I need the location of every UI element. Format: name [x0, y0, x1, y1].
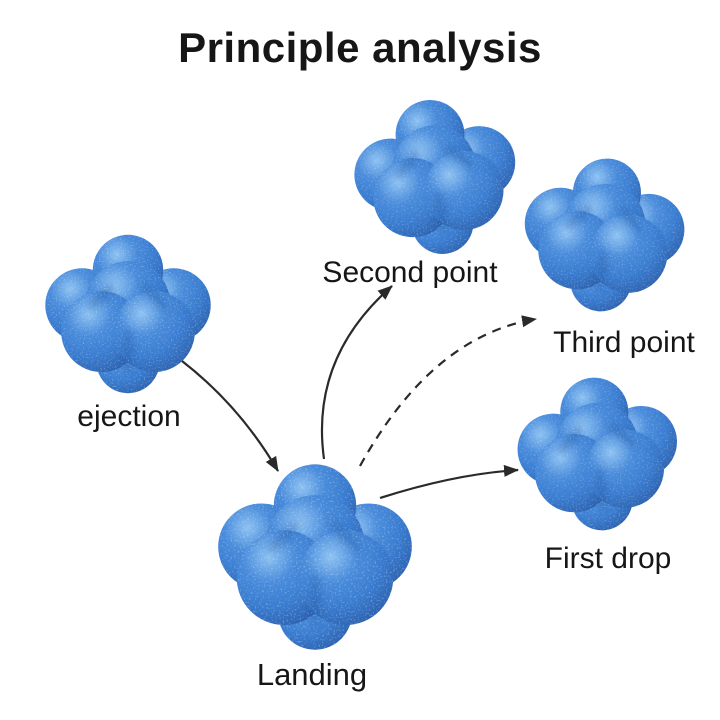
reaction-ball-third-point — [519, 153, 689, 317]
arrow-landing-to-second-point — [320, 285, 393, 460]
label-second-point: Second point — [322, 256, 498, 289]
reaction-ball-ejection — [45, 235, 210, 393]
label-ejection: ejection — [77, 400, 181, 433]
reaction-ball-second-point — [345, 89, 527, 265]
reaction-ball-first-drop — [512, 371, 685, 537]
label-landing: Landing — [256, 657, 368, 692]
label-first-drop: First drop — [544, 542, 672, 575]
page-title: Principle analysis — [178, 24, 542, 71]
arrow-landing-to-first-drop — [379, 464, 519, 500]
reaction-ball-landing — [218, 464, 412, 649]
arrow-landing-to-third-point — [359, 315, 537, 467]
label-third-point: Third point — [553, 326, 695, 359]
arrow-ejection-to-landing — [181, 360, 279, 472]
